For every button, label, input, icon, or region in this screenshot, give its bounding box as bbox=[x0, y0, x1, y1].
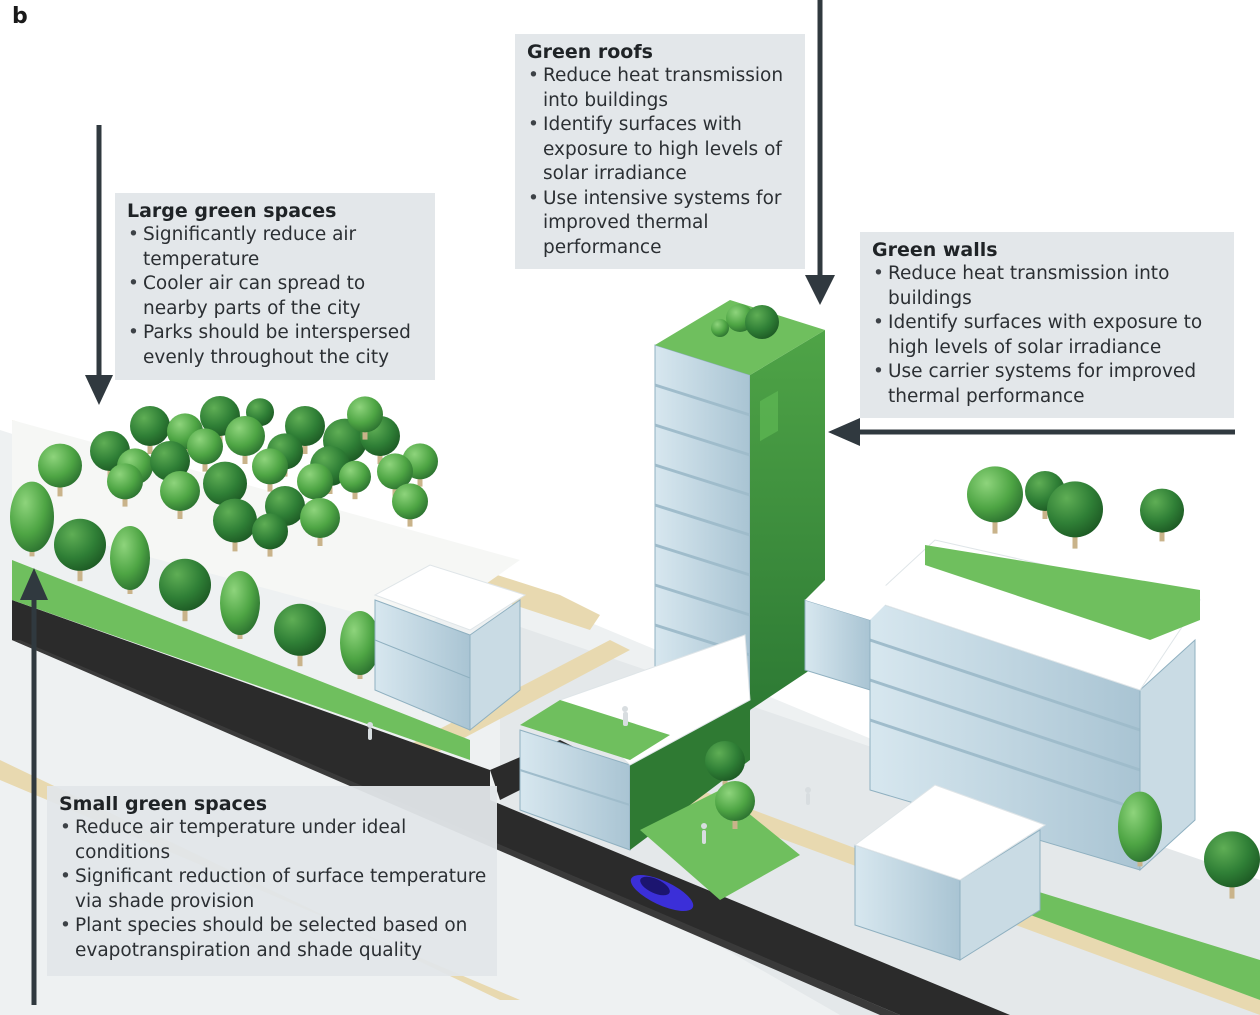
tree-icon bbox=[967, 466, 1023, 534]
list-item: Reduce air temperature under ideal condi… bbox=[59, 816, 487, 865]
tree-icon bbox=[54, 518, 106, 582]
arrow-up-icon bbox=[20, 568, 48, 1005]
tree-icon bbox=[715, 781, 755, 829]
callout-large-green-spaces: Large green spaces Significantly reduce … bbox=[115, 193, 435, 380]
callout-title: Green roofs bbox=[527, 41, 653, 63]
tree-icon bbox=[340, 611, 380, 679]
tree-icon bbox=[110, 526, 150, 594]
person-icon bbox=[805, 787, 811, 805]
tree-icon bbox=[252, 448, 288, 492]
panel-label: b bbox=[12, 4, 28, 29]
list-item: Use carrier systems for improved thermal… bbox=[872, 360, 1224, 409]
arrow-left-icon bbox=[828, 418, 1235, 446]
tree-icon bbox=[300, 498, 340, 546]
tree-icon bbox=[285, 406, 325, 454]
list-item: Significantly reduce air temperature bbox=[127, 223, 425, 272]
green-roof-mid bbox=[520, 700, 670, 760]
small-building-right bbox=[853, 784, 1047, 961]
list-item: Significant reduction of surface tempera… bbox=[59, 865, 487, 914]
list-item: Parks should be interspersed evenly thro… bbox=[127, 321, 425, 370]
arrow-down-icon bbox=[85, 125, 113, 405]
callout-green-walls: Green walls Reduce heat transmission int… bbox=[860, 232, 1234, 418]
person-icon bbox=[701, 823, 707, 844]
tree-icon bbox=[1118, 791, 1162, 867]
tree-icon bbox=[705, 741, 745, 789]
tree-icon bbox=[347, 396, 383, 440]
tree-icon bbox=[159, 558, 211, 622]
callout-list: Reduce heat transmission into buildings … bbox=[527, 64, 795, 260]
tree-icon bbox=[213, 498, 257, 552]
arrow-down-icon bbox=[805, 0, 835, 305]
tree-icon bbox=[1140, 488, 1184, 542]
tree-icon bbox=[1047, 481, 1103, 549]
park-trees bbox=[38, 396, 438, 557]
tree-icon bbox=[107, 463, 143, 507]
tree-icon bbox=[392, 483, 428, 527]
tree-icon bbox=[38, 443, 82, 497]
person-icon bbox=[367, 722, 373, 740]
tree-icon bbox=[220, 571, 260, 639]
tree-icon bbox=[297, 463, 333, 507]
car-icon bbox=[630, 874, 694, 912]
tree-icon bbox=[160, 471, 200, 519]
callout-small-green-spaces: Small green spaces Reduce air temperatur… bbox=[47, 786, 497, 976]
green-plaza bbox=[640, 790, 800, 900]
mid-building bbox=[519, 634, 751, 851]
tree-icon bbox=[339, 460, 371, 500]
callout-title: Large green spaces bbox=[127, 200, 337, 222]
callout-green-roofs: Green roofs Reduce heat transmission int… bbox=[515, 34, 805, 269]
tree-icon bbox=[225, 416, 265, 464]
callout-list: Reduce air temperature under ideal condi… bbox=[59, 816, 487, 963]
list-item: Reduce heat transmission into buildings bbox=[872, 262, 1224, 311]
list-item: Identify surfaces with exposure to high … bbox=[872, 311, 1224, 360]
list-item: Cooler air can spread to nearby parts of… bbox=[127, 272, 425, 321]
callout-list: Significantly reduce air temperature Coo… bbox=[127, 223, 425, 370]
list-item: Use intensive systems for improved therm… bbox=[527, 187, 795, 261]
tree-icon bbox=[377, 453, 413, 497]
grass-strip bbox=[12, 560, 1260, 1000]
tree-icon bbox=[274, 603, 326, 667]
tree-icon bbox=[10, 481, 54, 557]
tree-icon bbox=[1204, 831, 1260, 899]
green-roof-tower bbox=[655, 300, 825, 375]
list-item: Plant species should be selected based o… bbox=[59, 914, 487, 963]
right-trees bbox=[705, 466, 1260, 899]
tree-icon bbox=[187, 428, 223, 472]
list-item: Identify surfaces with exposure to high … bbox=[527, 113, 795, 187]
list-item: Reduce heat transmission into buildings bbox=[527, 64, 795, 113]
small-building-left bbox=[373, 564, 527, 732]
callout-list: Reduce heat transmission into buildings … bbox=[872, 262, 1224, 409]
callout-title: Small green spaces bbox=[59, 793, 268, 815]
callout-title: Green walls bbox=[872, 239, 998, 261]
tree-icon bbox=[252, 513, 288, 557]
tree-icon bbox=[130, 406, 170, 454]
green-roof-right bbox=[925, 545, 1200, 640]
person-icon bbox=[622, 706, 628, 726]
